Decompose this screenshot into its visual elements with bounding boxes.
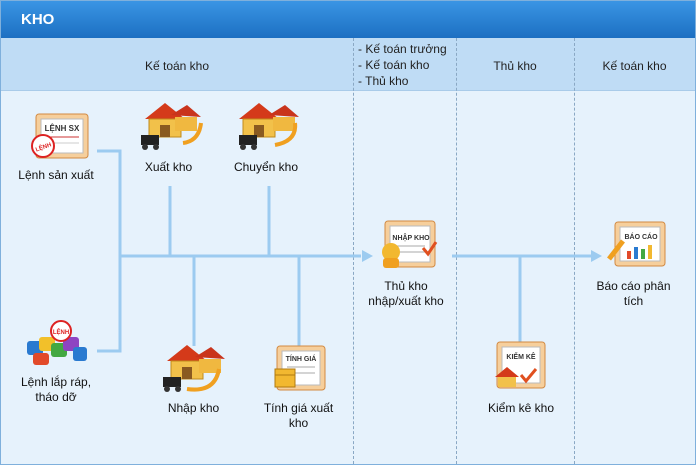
production-order-document-icon[interactable]: LỆNH SX LỆNH: [28, 111, 94, 166]
column-divider: [574, 38, 575, 464]
label-line: Lệnh lắp ráp,: [20, 375, 92, 389]
node-label: Thủ kho nhập/xuất kho: [356, 279, 456, 309]
label-line: Thủ kho: [384, 279, 428, 293]
label-line: tích: [623, 294, 644, 308]
import-warehouse-icon[interactable]: [161, 339, 229, 400]
column-header-label: Kế toán kho: [602, 59, 667, 73]
node-label: Tính giá xuất kho: [251, 401, 346, 431]
document-title: KIỂM KÊ: [506, 352, 536, 361]
warehouse-receipt-document-icon[interactable]: NHẬP KHO: [377, 218, 439, 277]
column-header-3: Thủ kho: [456, 38, 574, 91]
node-label: Kiểm kê kho: [487, 401, 555, 415]
column-header-line: - Kế toán trưởng: [358, 42, 447, 56]
inventory-check-document-icon[interactable]: KIỂM KÊ: [493, 339, 549, 396]
node-label: Báo cáo phân tích: [586, 279, 681, 309]
column-header-4: Kế toán kho: [574, 38, 695, 91]
node-label: Chuyển kho: [233, 160, 299, 174]
label-line: tháo dỡ: [35, 390, 77, 404]
column-header-line: - Thủ kho: [358, 74, 409, 88]
column-header-line: - Kế toán kho: [358, 58, 430, 72]
node-label: Xuất kho: [144, 160, 193, 174]
node-label: Nhập kho: [167, 401, 220, 415]
column-header-2: - Kế toán trưởng - Kế toán kho - Thủ kho: [353, 38, 456, 91]
document-title: TÍNH GIÁ: [286, 354, 317, 363]
column-header-label: Kế toán kho: [144, 59, 210, 73]
label-line: Báo cáo phân: [596, 279, 671, 293]
node-label: Lệnh lắp ráp, tháo dỡ: [6, 375, 106, 405]
column-header-label: Thủ kho: [493, 59, 537, 73]
column-divider: [353, 38, 354, 464]
pricing-document-icon[interactable]: TÍNH GIÁ: [273, 343, 329, 398]
node-label: Lệnh sản xuất: [18, 168, 94, 182]
stamp-text: LỆNH: [53, 328, 69, 336]
page-title: KHO: [21, 11, 55, 28]
assembly-order-icon[interactable]: LỆNH: [23, 319, 93, 374]
report-document-icon[interactable]: BÁO CÁO: [607, 219, 669, 276]
transfer-warehouse-icon[interactable]: [235, 97, 303, 158]
column-divider: [456, 38, 457, 464]
label-line: Tính giá xuất: [263, 401, 334, 415]
document-title: LỆNH SX: [45, 124, 80, 133]
document-title: BÁO CÁO: [624, 232, 658, 241]
document-title: NHẬP KHO: [392, 233, 430, 242]
label-line: kho: [288, 416, 309, 430]
export-warehouse-icon[interactable]: [137, 97, 205, 158]
column-header-1: Kế toán kho: [1, 38, 353, 91]
title-bar: KHO: [1, 1, 695, 38]
label-line: nhập/xuất kho: [368, 294, 444, 308]
